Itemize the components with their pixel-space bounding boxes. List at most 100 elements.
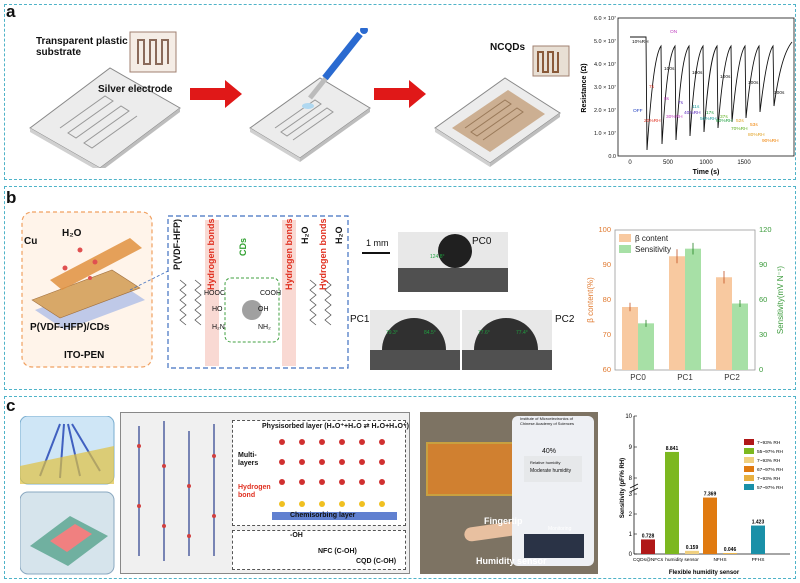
legend-label: 67~97% RH	[757, 467, 784, 473]
hydrogen-bond-label: Hydrogen bond	[238, 484, 271, 499]
legend-label: Sensitivity	[635, 245, 671, 254]
bar-value-label: 7.369	[704, 492, 717, 498]
legend-swatch	[619, 234, 631, 242]
legend-swatch	[744, 466, 754, 472]
legend-swatch	[744, 439, 754, 445]
y-tick: 100	[598, 225, 611, 234]
chart-b-y2ticks: 0 30 60 90 120	[759, 225, 772, 374]
ncqds-inset	[532, 45, 570, 77]
sensitivity-bar	[685, 550, 699, 554]
legend-swatch	[744, 448, 754, 454]
annotation: 70%RH	[731, 126, 748, 132]
sensitivity-bar	[723, 553, 737, 554]
chart-b-y2label: Sensitivity(mV N⁻¹)	[776, 266, 785, 335]
annotation: 10%RH	[632, 39, 649, 45]
resistance-x-ticks: 0 500 1000 1500	[628, 160, 751, 166]
y-tick: 1	[629, 532, 633, 538]
x-tick: NFHS	[713, 557, 726, 563]
annotation: 53s	[750, 122, 758, 128]
y-tick: 6.0 × 10⁷	[594, 15, 616, 22]
sensitivity-bar	[665, 451, 679, 554]
cqd-label: CQD (C-OH)	[356, 558, 397, 565]
axis-break	[629, 483, 639, 489]
chart-b-ylabel: β content(%)	[586, 277, 595, 323]
annotation: 100s	[692, 70, 703, 76]
panel-a-fabrication-illustration	[29, 28, 570, 168]
legend-swatch	[619, 245, 631, 253]
legend-label: 7~93% RH	[757, 476, 781, 482]
resistance-xlabel: Time (s)	[693, 169, 720, 176]
resistance-annotations: ON OFF 10%RH 20%RH 30%RH 40%RH 50%RH 60%…	[632, 29, 785, 144]
chart-c-ylabel: Sensitivity (pF/% RH)	[620, 458, 626, 518]
nfc-label: NFC (C-OH)	[318, 548, 357, 555]
annotation: 7s	[678, 100, 684, 106]
h2o-vertical-2: H₂O	[334, 226, 344, 245]
phone-value: 40%	[542, 448, 557, 455]
phone-status: Moderate humidity	[530, 468, 572, 474]
sensitivity-chart: Sensitivity (pF/% RH) Flexible humidity …	[620, 414, 790, 576]
bar-value-label: 0.046	[724, 547, 737, 553]
mol-label: HO	[212, 306, 223, 313]
y-tick: 9	[629, 445, 633, 451]
h2o-label: H₂O	[62, 228, 82, 239]
angle-value: 79.3°	[386, 330, 398, 336]
bar-sensitivity	[685, 248, 701, 370]
x-tick: 1000	[699, 160, 713, 166]
x-tick: humidity sensor	[665, 557, 699, 563]
mol-label: COOH	[260, 290, 281, 297]
y2-tick: 60	[759, 295, 767, 304]
x-tick: PC1	[677, 373, 693, 382]
y2-tick: 0	[759, 365, 763, 374]
axis-break	[629, 487, 639, 493]
sensitivity-bar	[703, 497, 717, 554]
y-tick: 0	[629, 552, 633, 558]
phone-rh: Relative humidity	[530, 460, 561, 465]
hbond-label-1: Hydrogen bonds	[206, 218, 216, 291]
bar-sensitivity	[638, 323, 654, 370]
scale-bar-label: 1 mm	[366, 238, 389, 248]
bar-value-label: 0.728	[642, 533, 655, 539]
angle-value: 124.8°	[430, 254, 445, 260]
demo-photo	[420, 412, 598, 574]
legend-swatch	[744, 484, 754, 490]
nfc-fibers	[137, 421, 216, 561]
hbond-label-2: Hydrogen bonds	[284, 218, 294, 291]
mol-label: H₂N	[212, 324, 225, 331]
resistance-plot-area	[617, 17, 795, 157]
bar-value-label: 0.159	[686, 545, 699, 551]
substrate-2	[249, 28, 371, 162]
sensitivity-bar	[641, 539, 655, 554]
x-tick: 500	[663, 160, 674, 166]
hbond-label-3: Hydrogen bonds	[318, 218, 328, 291]
annotation: 20%RH	[644, 118, 661, 124]
substrate-label: Transparent plastic substrate	[36, 36, 128, 58]
panel-a-label: a	[6, 2, 16, 21]
x-tick: 0	[628, 160, 632, 166]
y-tick: 60	[603, 365, 611, 374]
y-tick: 10	[625, 414, 632, 420]
ito-label: ITO-PEN	[64, 350, 105, 361]
resistance-chart: 0.0 1.0 × 10⁷ 2.0 × 10⁷ 3.0 × 10⁷ 4.0 × …	[581, 15, 795, 176]
scale-bar	[362, 252, 390, 254]
sensitivity-bar	[751, 525, 765, 554]
x-tick: CQDs@NFCs	[633, 557, 664, 563]
angle-value: 84.5°	[424, 330, 436, 336]
chart-b-legend: β content Sensitivity	[619, 234, 671, 254]
panel-c-label: c	[6, 396, 16, 415]
water-droplets	[62, 247, 98, 280]
substrate-1	[29, 67, 181, 168]
annotation: 100s	[664, 66, 675, 72]
annotation: 37s	[720, 114, 728, 120]
annotation: 80%RH	[748, 132, 765, 138]
panel-c-left-illustrations	[20, 416, 115, 575]
y2-tick: 30	[759, 330, 767, 339]
pc2-label: PC2	[555, 314, 575, 325]
water-layers	[272, 439, 397, 520]
annotation: 60%RH	[716, 118, 733, 124]
mol-label: HOOC	[204, 290, 225, 297]
process-arrow-2	[374, 80, 426, 108]
beta-sensitivity-chart: β content(%) Sensitivity(mV N⁻¹) 60 70 8…	[586, 225, 785, 382]
legend-label: 7~93% RH	[757, 458, 781, 464]
annotation: 100s	[748, 80, 759, 86]
y-tick: 90	[603, 260, 611, 269]
